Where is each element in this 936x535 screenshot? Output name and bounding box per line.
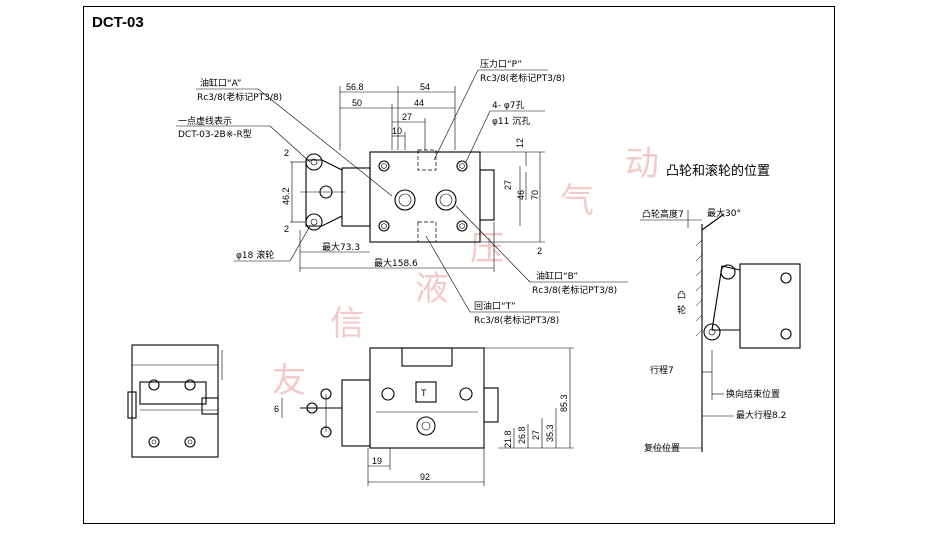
dim-27: 27 — [402, 112, 412, 122]
label-port-a-thread: Rc3/8(老标记PT3/8) — [197, 91, 282, 103]
watermark-char: 动 — [625, 144, 659, 184]
watermark-char: 液 — [415, 269, 449, 309]
label-port-p-thread: Rc3/8(老标记PT3/8) — [480, 72, 565, 84]
dim-2: 2 — [284, 224, 289, 234]
model-title: DCT-03 — [92, 14, 144, 31]
dim-21-8: 21.8 — [503, 430, 513, 448]
side-view — [127, 344, 223, 458]
dim-56-8: 56.8 — [346, 82, 364, 92]
dim-2: 2 — [284, 148, 289, 158]
dim-50: 50 — [352, 98, 362, 108]
drawing-frame — [83, 6, 835, 524]
dim-46: 46 — [516, 190, 526, 200]
label-cam-height: 凸轮高度7 — [642, 208, 684, 220]
front-view: T 6 85.3 35.3 27 26.8 21.8 19 92 — [274, 347, 574, 486]
label-cam-char: 凸 — [677, 290, 686, 301]
dim-46-2: 46.2 — [281, 187, 291, 205]
label-port-b: 油缸口“B” — [536, 270, 578, 282]
dim-2: 2 — [537, 246, 542, 256]
label-switch-end: 换向结束位置 — [726, 388, 780, 400]
cam-roller-view: 凸轮和滚轮的位置 凸轮高度7 最大30° 凸 轮 行程7 换向 — [640, 163, 801, 454]
label-dashed-model: DCT-03-2B※-R型 — [178, 129, 252, 140]
logo-mark: T — [421, 388, 427, 398]
dim-6: 6 — [274, 404, 279, 414]
dim-35-3: 35.3 — [545, 424, 555, 442]
label-reset: 复位位置 — [644, 442, 680, 454]
label-port-a: 油缸口“A” — [200, 77, 241, 89]
dim-max-158-6: 最大158.6 — [374, 257, 418, 269]
label-port-p: 压力口“P” — [480, 58, 522, 70]
dim-10: 10 — [392, 126, 402, 136]
watermark-char: 气 — [560, 181, 594, 221]
label-port-t-thread: Rc3/8(老标记PT3/8) — [474, 314, 559, 326]
label-counterbore: φ11 沉孔 — [492, 116, 530, 127]
watermark-char: 友 — [272, 361, 306, 401]
label-dashed-line: 一点虚线表示 — [178, 115, 232, 127]
label-port-b-thread: Rc3/8(老标记PT3/8) — [532, 284, 617, 296]
dim-19: 19 — [372, 456, 382, 466]
watermark: 友 信 液 压 气 动 — [272, 144, 659, 401]
label-max-angle: 最大30° — [707, 207, 741, 219]
label-max-stroke: 最大行程8.2 — [736, 409, 786, 421]
dim-26-8: 26.8 — [517, 426, 527, 444]
label-stroke: 行程7 — [650, 364, 674, 376]
watermark-char: 压 — [470, 229, 504, 269]
dim-85-3: 85.3 — [559, 394, 569, 412]
dim-max-73-3: 最大73.3 — [322, 241, 360, 253]
top-view: 56.8 54 50 44 27 10 12 27 46 70 2 2 46.2… — [176, 58, 628, 326]
label-holes: 4- φ7孔 — [492, 100, 525, 111]
dim-92: 92 — [420, 472, 430, 482]
dim-70: 70 — [530, 190, 540, 200]
dim-44: 44 — [414, 98, 424, 108]
dim-54: 54 — [420, 82, 430, 92]
label-cam-char: 轮 — [677, 304, 686, 316]
watermark-char: 信 — [330, 304, 364, 344]
dim-12: 12 — [515, 138, 525, 148]
label-roller: φ18 滚轮 — [236, 249, 274, 261]
cam-heading: 凸轮和滚轮的位置 — [666, 163, 770, 179]
dim-27: 27 — [531, 430, 541, 440]
dim-27v: 27 — [503, 180, 513, 190]
label-port-t: 回油口“T” — [474, 300, 516, 312]
